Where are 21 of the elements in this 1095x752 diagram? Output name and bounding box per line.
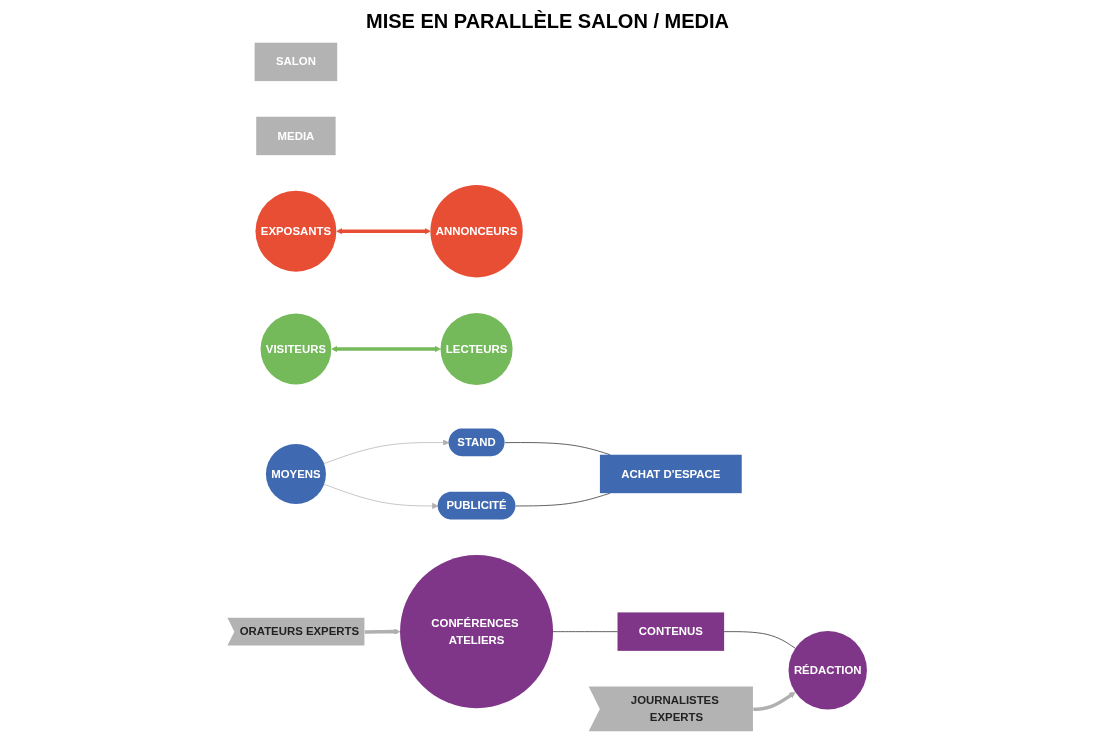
node-circle: VISITEURS <box>260 313 332 385</box>
node-circle: LECTEURS <box>440 313 513 386</box>
node-circle: CONFÉRENCES ATELIERS <box>400 555 554 709</box>
arrow <box>336 228 431 235</box>
connector <box>724 631 796 649</box>
connector <box>504 442 611 456</box>
node-circle: RÉDACTION <box>788 631 868 710</box>
node-box: CONTENUS <box>617 612 725 651</box>
node-circle: ANNONCEURS <box>430 185 524 278</box>
node-box: ACHAT D'ESPACE <box>600 454 743 494</box>
node-box: SALON <box>254 42 338 82</box>
connector <box>553 631 619 632</box>
node-circle: EXPOSANTS <box>255 190 337 272</box>
arrow <box>331 345 442 353</box>
connector <box>515 492 611 507</box>
arrow <box>365 628 401 635</box>
arrow <box>753 691 796 711</box>
diagram-title: MISE EN PARALLÈLE SALON / MEDIA <box>365 10 730 33</box>
node-box: MEDIA <box>256 116 336 156</box>
node-circle: MOYENS <box>266 443 327 504</box>
node-box: PUBLICITÉ <box>438 491 516 520</box>
